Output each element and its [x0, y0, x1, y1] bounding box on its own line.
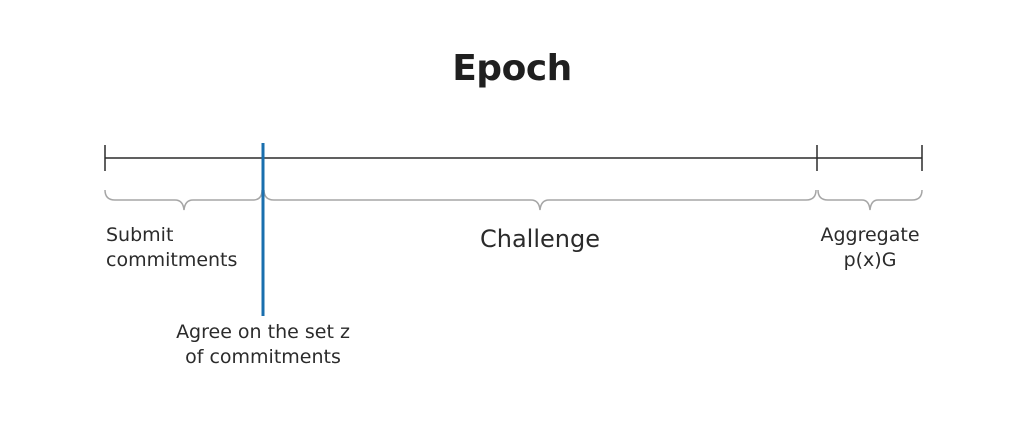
phase-submit-line1: Submit [106, 224, 174, 246]
marker-label-line2: of commitments [185, 346, 341, 368]
phase-submit-line2: commitments [106, 249, 238, 271]
phase-aggregate-line1: Aggregate [820, 224, 920, 246]
phase-label-aggregate: Aggregate p(x)G [790, 223, 950, 273]
phase-label-challenge: Challenge [480, 225, 600, 253]
phase-aggregate-line2: p(x)G [843, 249, 897, 271]
marker-label-line1: Agree on the set z [176, 321, 350, 343]
brace-submit [104, 189, 263, 211]
brace-aggregate [817, 189, 923, 211]
diagram-title: Epoch [452, 48, 572, 89]
phase-label-submit: Submit commitments [106, 223, 237, 273]
marker-label: Agree on the set z of commitments [143, 320, 383, 370]
brace-challenge [263, 189, 817, 211]
